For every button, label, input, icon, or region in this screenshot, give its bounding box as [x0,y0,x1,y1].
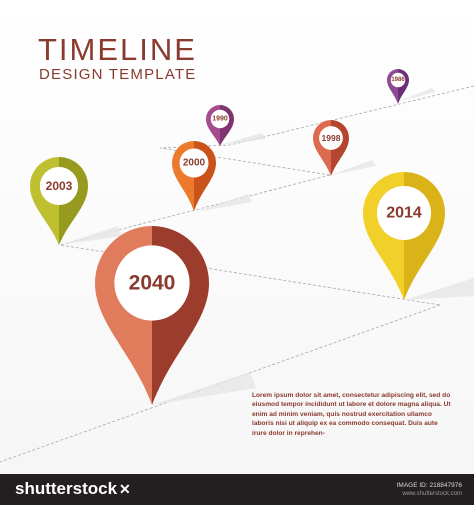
pin-2000: 2000 [172,141,216,211]
pin-2000-label: 2000 [183,158,206,169]
page-title: TIMELINE [38,32,197,67]
pin-1990-badge [210,109,230,129]
pin-1990-label: 1990 [212,116,228,123]
timeline-diagram: 1986 1990 1998 2000 2003 2014 2040 [0,69,474,463]
footer-bar: shutterstock✕ IMAGE ID: 218847976 www.sh… [0,474,474,505]
pin-1998-badge [319,126,343,150]
pin-2003-label: 2003 [46,179,73,193]
pin-2040: 2040 [95,226,209,405]
pin-1986-label: 1986 [391,77,405,83]
pin-2014-badge [376,185,432,241]
pin-2040-label: 2040 [129,272,176,295]
pin-2003-badge [39,166,79,206]
pin-1998-label: 1998 [322,133,341,143]
pin-1986-badge [390,72,406,88]
pin-2003: 2003 [30,157,88,245]
pin-2014: 2014 [363,172,445,300]
timeline-path-bottom [0,304,441,463]
pin-2040-badge [114,245,190,321]
timeline-canvas: 1986 1990 1998 2000 2003 2014 2040 TIMELINE DE… [0,0,474,474]
pin-1990: 1990 [206,105,234,146]
pin-1986: 1986 [387,69,409,104]
pin-2000-badge [179,148,209,178]
body-text: Lorem ipsum dolor sit amet, consectetur … [252,392,451,437]
camera-icon: ✕ [119,481,131,497]
site-url: www.shutterstock.com [402,491,462,497]
pin-2014-label: 2014 [386,205,422,222]
brand-name: shutterstock [15,479,118,498]
pin-1998: 1998 [313,120,349,176]
brand-logo: shutterstock✕ [15,480,131,497]
image-id: IMAGE ID: 218847976 [396,482,462,489]
page-subtitle: DESIGN TEMPLATE [39,66,197,83]
